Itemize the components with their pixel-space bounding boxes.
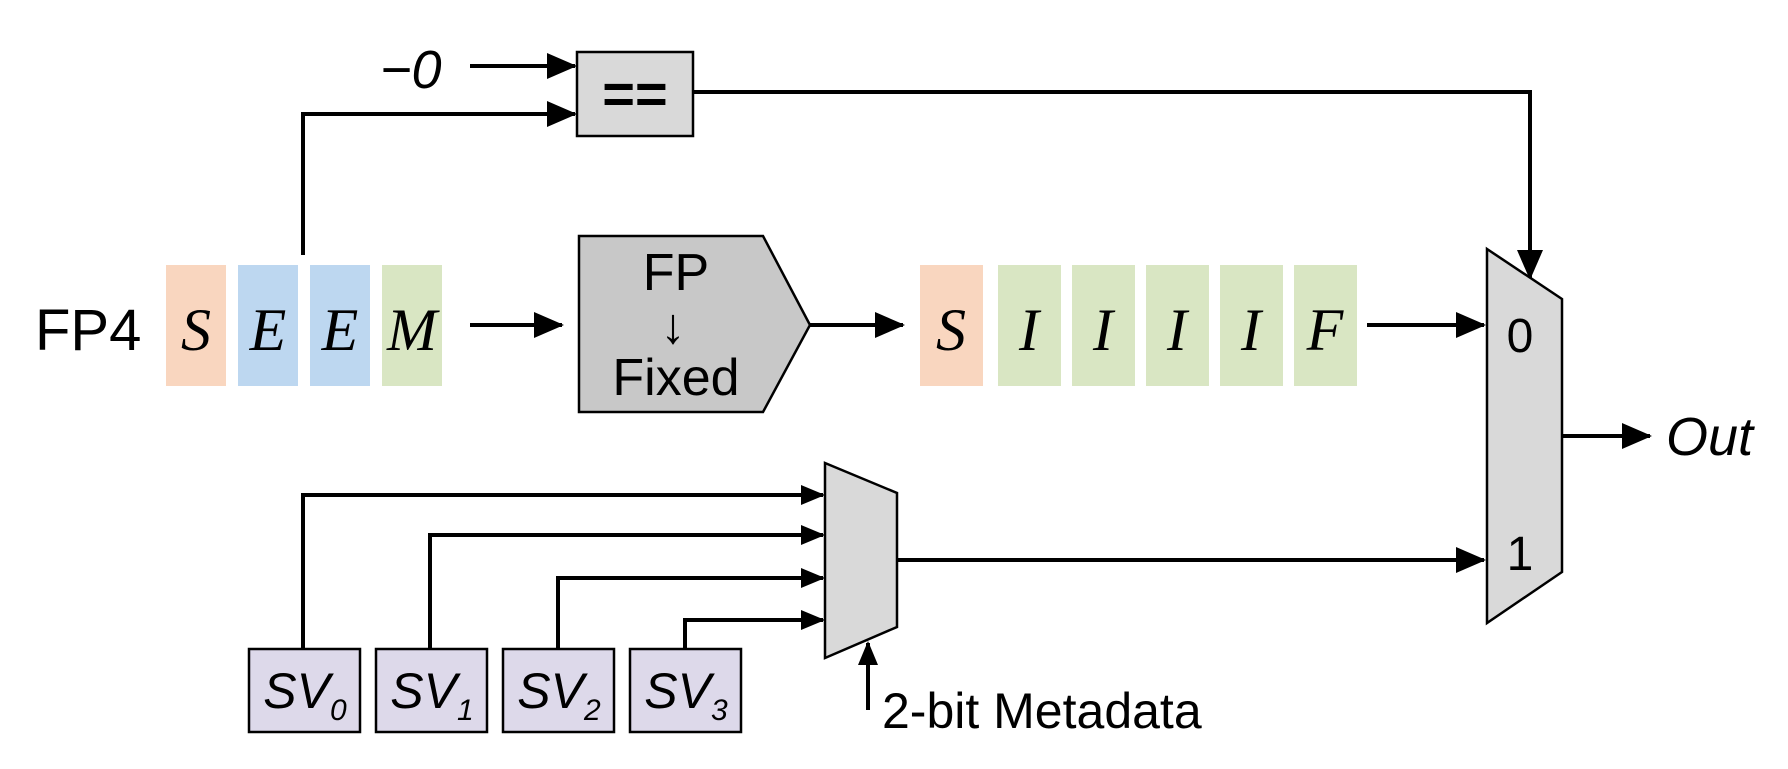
special-value-registers: SV0 SV1 SV2 SV3	[247, 647, 743, 734]
fp4-exponent-bit: E	[249, 297, 287, 363]
fixed-integer-bit: I	[1092, 297, 1116, 363]
sv-register	[628, 647, 743, 734]
fp4-bit-box	[166, 265, 226, 386]
converter-arrow-label: ↓	[661, 298, 686, 354]
sv3-wire	[683, 610, 825, 650]
fp4-mantissa-bit: M	[386, 297, 440, 363]
fixed-integer-bit: I	[1240, 297, 1264, 363]
fp4-bit-box	[310, 265, 370, 386]
converter-bottom-label: Fixed	[612, 349, 739, 407]
fixed-integer-bit: I	[1166, 297, 1190, 363]
fp4-to-comparator-wire	[301, 101, 577, 255]
fp-to-fixed-converter	[577, 234, 812, 414]
sv2-label: SV2	[517, 663, 601, 727]
special-value-mux	[823, 461, 899, 660]
converter-top-label: FP	[643, 244, 709, 302]
fixed-bit-box	[920, 265, 983, 386]
output-mux	[1485, 246, 1564, 626]
fixed-bit-box	[1220, 265, 1283, 386]
fixed-bit-fields: S I I I I F	[920, 265, 1357, 386]
fixed-bit-box	[1072, 265, 1135, 386]
comparator-label: ==	[602, 62, 667, 125]
sv0-wire	[301, 485, 825, 650]
fp4-exponent-bit: E	[321, 297, 359, 363]
sv1-label: SV1	[390, 663, 473, 727]
sv1-wire	[428, 525, 825, 650]
negative-zero-label: −0	[380, 40, 442, 100]
sv3-label: SV3	[644, 663, 728, 727]
out-label: Out	[1666, 407, 1755, 467]
fp4-bit-fields: S E E M	[166, 265, 442, 386]
sv-register	[374, 647, 489, 734]
fixed-bit-box	[998, 265, 1061, 386]
fixed-fraction-bit: F	[1306, 297, 1345, 363]
mux-input-zero-label: 0	[1507, 310, 1534, 363]
fp4-bit-box	[238, 265, 298, 386]
fixed-bit-box	[1146, 265, 1209, 386]
sv0-label: SV0	[263, 663, 347, 727]
comparator-to-mux-select-wire	[693, 90, 1543, 280]
mux-input-one-label: 1	[1507, 528, 1534, 581]
metadata-label: 2-bit Metadata	[882, 683, 1202, 739]
fixed-integer-bit: I	[1018, 297, 1042, 363]
fp4-sign-bit: S	[181, 297, 211, 363]
sv2-wire	[556, 568, 825, 650]
fp4-label: FP4	[35, 298, 141, 363]
fp4-bit-box	[382, 265, 442, 386]
sv-register	[501, 647, 616, 734]
fixed-bit-box	[1294, 265, 1357, 386]
fixed-sign-bit: S	[936, 297, 966, 363]
sv-register	[247, 647, 362, 734]
